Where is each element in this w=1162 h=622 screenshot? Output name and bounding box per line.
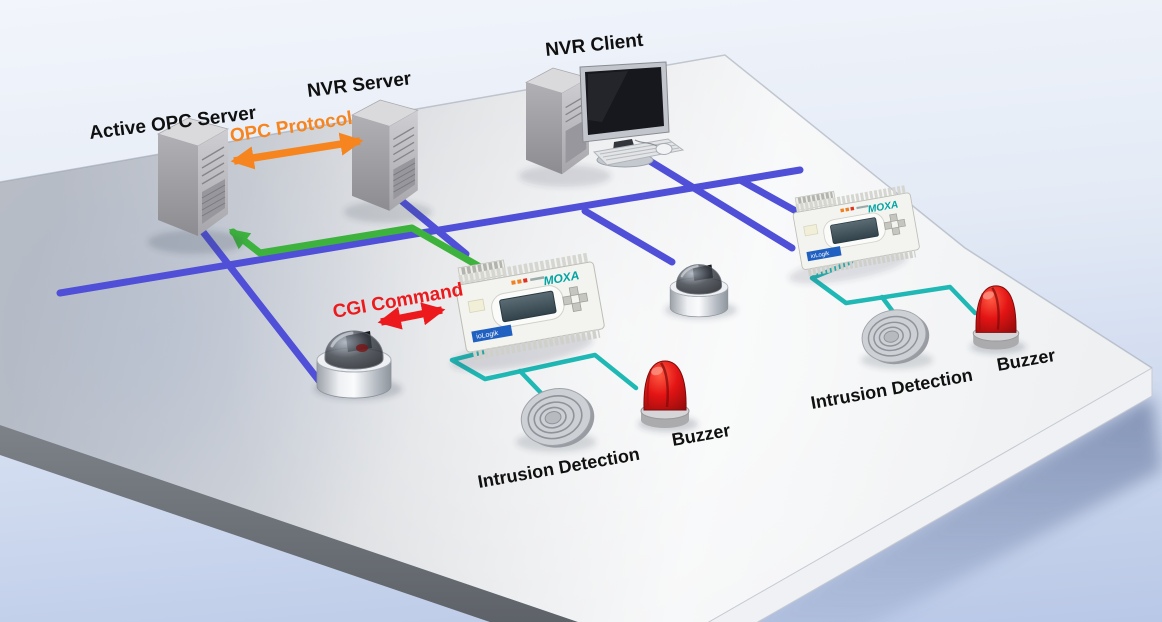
sensor-center [883, 330, 900, 343]
terminal-teeth-bottom [472, 328, 601, 361]
tower-side [352, 115, 390, 211]
led-window [803, 224, 819, 237]
ethernet-branch-camera2 [581, 207, 676, 266]
event-line-to-opc-server [228, 224, 493, 276]
tower-grille-lines [201, 184, 226, 217]
camera-dome [324, 330, 384, 370]
platform-bevel-left [0, 425, 578, 622]
ethernet-branch-iologik2 [736, 176, 798, 214]
camera-ir-dot [356, 344, 368, 352]
iologik-device-1: MOXA ioLogik [455, 252, 605, 361]
sensor-rings [867, 315, 919, 357]
tower-side [526, 82, 562, 175]
moxa-logo: MOXA [867, 199, 899, 215]
dome-camera-1 [316, 330, 392, 399]
iologik-device-2: MOXA ioLogik [792, 185, 920, 277]
buzzer-gloss [982, 291, 994, 300]
buzzer-facet [991, 287, 1000, 330]
buzzer-2 [972, 285, 1020, 350]
sensor-center [544, 411, 562, 425]
camera-dome [675, 264, 723, 295]
buzzer-facet [659, 362, 669, 408]
lcd-screen [830, 217, 879, 245]
status-leds [511, 276, 545, 285]
buzzer-facet2 [978, 293, 984, 330]
moxa-logo: MOXA [542, 268, 580, 288]
buzzer-gloss [651, 366, 663, 376]
intrusion-sensor-1 [520, 388, 595, 448]
terminal-teeth-rear [797, 191, 834, 204]
iologik-label: ioLogik [476, 330, 500, 341]
terminal-teeth-rear [461, 260, 503, 275]
dpad-buttons [562, 286, 589, 313]
platform-bevel-right [707, 367, 1153, 622]
ethernet-opc-to-camera1 [196, 224, 324, 386]
label-nvr-server: NVR Server [306, 68, 413, 102]
led-window [467, 298, 486, 314]
iologik-label-strip [806, 246, 842, 262]
dome-camera-2 [669, 264, 729, 318]
nvr-client-workstation [525, 61, 685, 175]
intrusion-sensor-2 [861, 309, 930, 365]
ethernet-nvr-client-drop [636, 151, 796, 252]
dome-highlight [680, 264, 699, 278]
nvr-server-tower [351, 99, 419, 211]
opc-protocol-arrow [230, 132, 364, 170]
tower-vents [393, 126, 415, 163]
status-leds [840, 204, 869, 213]
ethernet-bus [56, 166, 804, 297]
iologik-label: ioLogik [810, 251, 830, 260]
iologik-label-strip [471, 324, 513, 343]
cgi-command-arrow [377, 302, 446, 330]
buzzer-facet2 [646, 368, 652, 408]
network-lines [56, 151, 978, 397]
mouse [655, 143, 673, 155]
screen-glare [588, 71, 628, 122]
active-opc-server-tower [156, 117, 230, 236]
io-stub-sensor1 [517, 368, 545, 397]
terminal-teeth-bottom [807, 249, 917, 277]
dpad-buttons [883, 213, 906, 236]
tower-vents [201, 146, 225, 185]
mouse-cable [634, 139, 658, 147]
tower-grille-lines [393, 162, 416, 193]
tower-top [351, 99, 419, 127]
tower-side [158, 134, 198, 236]
sensor-rings [527, 395, 583, 440]
lcd-screen [499, 290, 557, 323]
tower-grille [565, 119, 587, 164]
nvr-client-tower [525, 67, 590, 175]
label-nvr-client: NVR Client [544, 30, 644, 61]
monitor-screen [585, 67, 664, 135]
buzzer-1 [640, 360, 690, 428]
dome-highlight [330, 331, 354, 348]
